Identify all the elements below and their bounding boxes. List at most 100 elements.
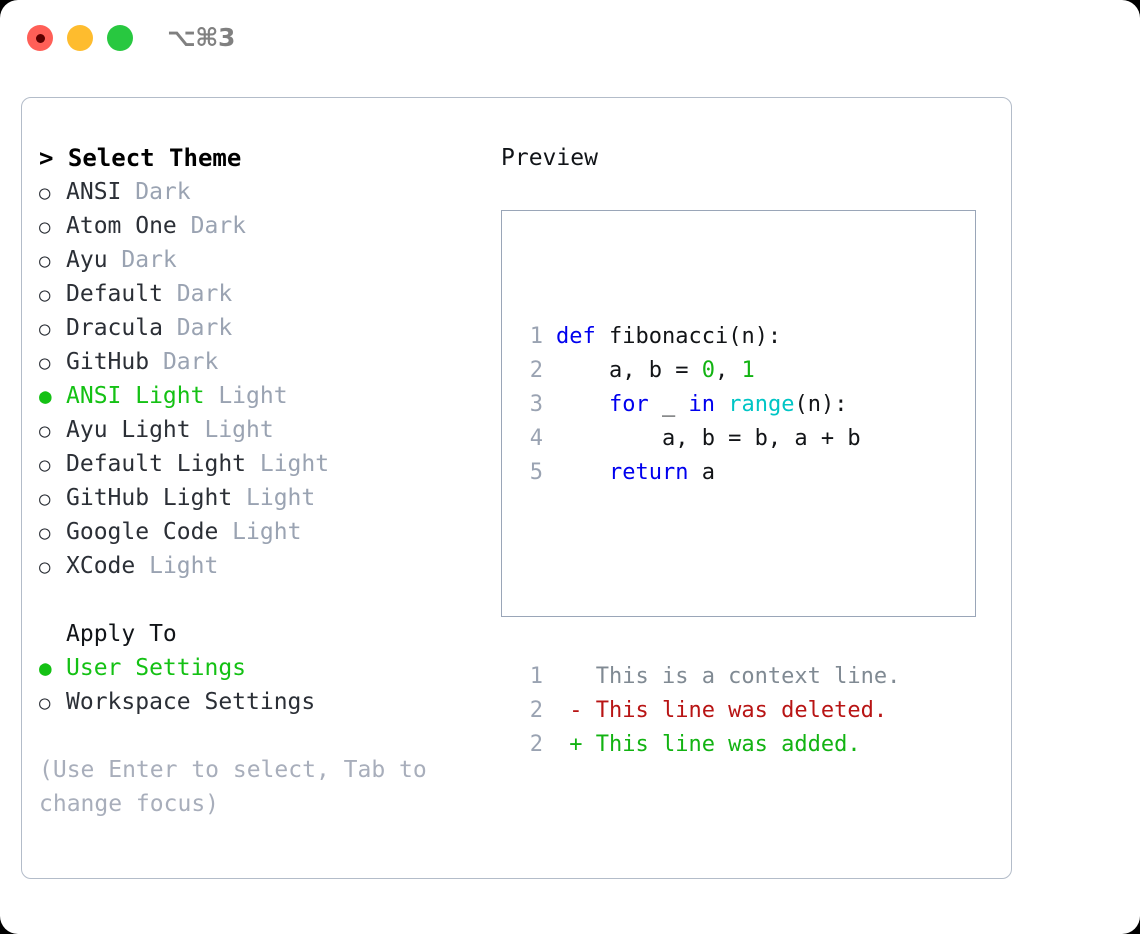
line-number: 2 — [529, 732, 543, 757]
token-num: 0 — [701, 358, 715, 383]
option-label: Google Code — [66, 519, 219, 545]
option-row[interactable]: ○XCode Light — [39, 549, 489, 583]
token-kw: for — [608, 392, 649, 417]
code-text: a, b = b, a + b — [556, 422, 861, 456]
code-blank-line — [517, 558, 900, 592]
token-num: 1 — [741, 358, 755, 383]
option-label: Default Light — [66, 451, 247, 477]
token-kw: return — [608, 460, 689, 485]
option-label: Atom One — [66, 213, 177, 239]
token-add: + This line was added. — [556, 732, 861, 757]
keyboard-shortcut-label: ⌥⌘3 — [167, 23, 235, 52]
option-row[interactable]: ● User Settings — [39, 651, 489, 685]
radio-unselected-icon: ○ — [39, 692, 51, 714]
code-line: 4 a, b = b, a + b — [517, 422, 900, 456]
token-kw: def — [556, 324, 596, 349]
radio-unselected-icon: ○ — [39, 182, 51, 204]
option-row[interactable]: ○Google Code Light — [39, 515, 489, 549]
radio-unselected-icon: ○ — [39, 284, 51, 306]
zoom-button[interactable] — [107, 25, 133, 51]
code-text: + This line was added. — [556, 728, 861, 762]
token-txt: (n): — [794, 392, 848, 417]
option-label: GitHub — [66, 349, 150, 375]
option-label: User Settings — [66, 655, 247, 681]
line-number: 1 — [529, 324, 543, 349]
option-row[interactable]: ○ Ayu Dark — [39, 243, 489, 277]
line-number: 4 — [529, 426, 543, 451]
code-line: 2 a, b = 0, 1 — [517, 354, 900, 388]
line-number: 2 — [529, 698, 543, 723]
option-label: Dracula — [66, 315, 163, 341]
token-del: - This line was deleted. — [556, 698, 888, 723]
option-row[interactable]: ○Ayu Light Light — [39, 413, 489, 447]
diff-line: 1 This is a context line. — [517, 660, 901, 694]
code-text: return a — [556, 456, 715, 490]
code-line: 1 def fibonacci(n): — [517, 320, 900, 354]
code-text: a, b = 0, 1 — [556, 354, 755, 388]
apply-to-list[interactable]: ● User Settings ○ Workspace Settings — [39, 651, 489, 719]
option-row[interactable]: ○GitHub Light Light — [39, 481, 489, 515]
option-label: XCode — [66, 553, 136, 579]
diff-line: 2 + This line was added. — [517, 728, 900, 762]
option-row[interactable]: ○ Atom One Dark — [39, 209, 489, 243]
traffic-lights — [27, 25, 133, 51]
radio-selected-icon: ● — [39, 384, 52, 408]
close-button[interactable] — [27, 25, 53, 51]
token-ctx: This is a context line. — [556, 664, 901, 689]
option-suffix: Dark — [107, 247, 177, 273]
option-label: Workspace Settings — [66, 689, 316, 715]
keyboard-hint: (Use Enter to select, Tab to change focu… — [39, 757, 441, 817]
token-txt: a, b = b, a + b — [556, 426, 861, 451]
code-line: 3 for _ in range(n): — [517, 388, 900, 422]
token-txt: , — [714, 358, 742, 383]
token-txt — [715, 392, 728, 417]
option-suffix: Light — [204, 383, 288, 409]
line-number: 3 — [529, 392, 543, 417]
code-text: for _ in range(n): — [556, 388, 847, 422]
token-kw: in — [688, 392, 715, 417]
radio-unselected-icon: ○ — [39, 556, 51, 578]
option-suffix: Light — [232, 485, 316, 511]
token-txt — [556, 392, 609, 417]
option-row[interactable]: ○ Dracula Dark — [39, 311, 489, 345]
option-suffix: Dark — [162, 315, 233, 341]
token-txt — [556, 460, 609, 485]
content-panel: > Select Theme ○ANSI Dark○Atom One Dark○… — [21, 97, 1012, 879]
radio-unselected-icon: ○ — [39, 420, 51, 442]
option-row[interactable]: ○ Workspace Settings — [39, 685, 489, 719]
radio-unselected-icon: ○ — [39, 250, 51, 272]
minimize-button[interactable] — [67, 25, 93, 51]
line-number: 1 — [529, 664, 543, 689]
line-number: 2 — [529, 358, 543, 383]
radio-unselected-icon: ○ — [39, 318, 51, 340]
option-row[interactable]: ○ANSI Dark — [39, 175, 489, 209]
option-row[interactable]: ○GitHub Dark — [39, 345, 489, 379]
token-txt: _ — [648, 392, 689, 417]
radio-unselected-icon: ○ — [39, 352, 51, 374]
radio-unselected-icon: ○ — [39, 454, 51, 476]
option-label: Ayu Light — [66, 417, 191, 443]
option-suffix: Dark — [162, 281, 233, 307]
option-suffix: Dark — [176, 213, 247, 239]
title-bar: ⌥⌘3 — [0, 0, 1140, 78]
token-fn: range — [728, 392, 795, 417]
token-txt: fibonacci(n): — [595, 324, 782, 349]
code-text: def fibonacci(n): — [556, 320, 781, 354]
option-row[interactable]: ○Default Light Light — [39, 447, 489, 481]
token-txt: a — [688, 460, 715, 485]
radio-selected-icon: ● — [39, 656, 52, 680]
option-suffix: Dark — [121, 179, 191, 205]
option-row[interactable]: ●ANSI Light Light — [39, 379, 489, 413]
preview-heading: Preview — [501, 145, 598, 171]
theme-picker-column: > Select Theme ○ANSI Dark○Atom One Dark○… — [39, 141, 489, 821]
theme-list[interactable]: ○ANSI Dark○Atom One Dark○Ayu Dark○Defaul… — [39, 175, 489, 583]
option-row[interactable]: ○ Default Dark — [39, 277, 489, 311]
radio-unselected-icon: ○ — [39, 216, 51, 238]
option-label: Ayu — [66, 247, 108, 273]
option-label: Default — [66, 281, 163, 307]
